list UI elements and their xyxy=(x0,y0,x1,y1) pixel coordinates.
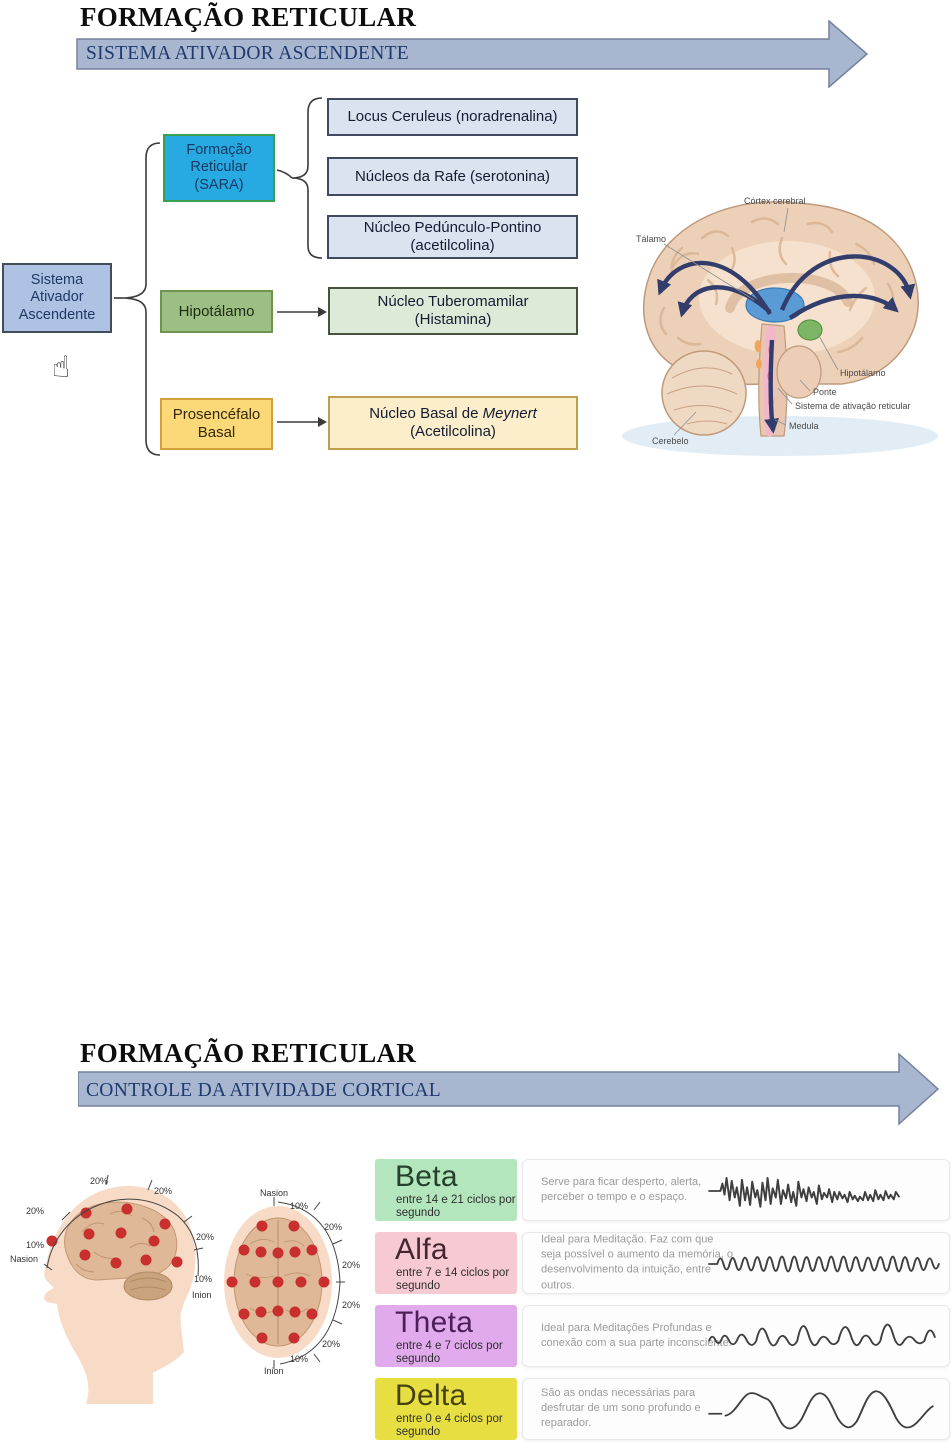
side-electrodes xyxy=(46,1203,183,1269)
section2-banner-label: CONTROLE DA ATIVIDADE CORTICAL xyxy=(86,1080,442,1101)
wave-panel: Serve para ficar desperto, alerta, perce… xyxy=(522,1159,950,1221)
wave-row-delta: Delta entre 0 e 4 ciclos por segundo São… xyxy=(375,1378,950,1440)
wave-row-beta: Beta entre 14 e 21 ciclos por segundo Se… xyxy=(375,1159,950,1221)
top-label-inion: Inion xyxy=(264,1366,284,1376)
section1-banner-arrow xyxy=(76,20,869,88)
wave-label: Beta entre 14 e 21 ciclos por segundo xyxy=(375,1159,517,1221)
wave-range: entre 0 e 4 ciclos por segundo xyxy=(396,1413,503,1438)
brace-sara xyxy=(291,97,323,259)
top-label-nasion: Nasion xyxy=(260,1188,288,1198)
side-measure-arc xyxy=(46,1198,199,1277)
wave-panel: São as ondas necessárias para desfrutar … xyxy=(522,1378,950,1440)
pons xyxy=(776,345,822,399)
box-formacao-reticular-sara: Formação Reticular (SARA) xyxy=(163,134,275,202)
brain-label-ponte: Ponte xyxy=(813,387,837,397)
brain-label-cortex: Córtex cerebral xyxy=(744,196,806,206)
box-sistema-ativador-label: Sistema Ativador Ascendente xyxy=(18,271,96,323)
wave-panel: Ideal para Meditação. Faz com que seja p… xyxy=(522,1232,950,1294)
side-label-inion: Inion xyxy=(192,1290,212,1300)
top-electrodes xyxy=(226,1220,330,1344)
box-sara-label: Formação Reticular (SARA) xyxy=(186,141,252,193)
wave-row-theta: Theta entre 4 e 7 ciclos por segundo Ide… xyxy=(375,1305,950,1367)
side-pct-back: 20% xyxy=(196,1232,214,1242)
box-hipotalamo: Hipotálamo xyxy=(160,290,273,333)
box-tuberomamilar-line2: (Histamina) xyxy=(414,311,492,328)
box-meynert-line1: Núcleo Basal de Meynert xyxy=(369,405,537,423)
brain-label-medula: Medula xyxy=(789,421,819,431)
brain-label-talamo: Tálamo xyxy=(636,234,666,244)
box-locus-ceruleus: Locus Ceruleus (noradrenalina) xyxy=(327,98,578,136)
side-cerebellum xyxy=(123,1271,173,1301)
cerebellum xyxy=(661,350,747,436)
wave-name: Alfa xyxy=(395,1233,448,1266)
wave-description: Ideal para Meditações Profundas e conexã… xyxy=(541,1321,732,1349)
section2-banner-arrow xyxy=(78,1052,940,1126)
top-arc-ticks xyxy=(273,1197,345,1369)
hypothalamus xyxy=(797,319,823,341)
delta-waveform xyxy=(708,1390,934,1430)
wave-name: Delta xyxy=(395,1379,467,1412)
brain-sagittal-illustration: Córtex cerebral Tálamo Hipotálamo Ponte … xyxy=(622,196,938,456)
gyri-texture xyxy=(659,217,895,354)
top-pct-2: 20% xyxy=(324,1222,342,1232)
side-pct-top-left: 20% xyxy=(90,1176,108,1186)
box-pedunculo-pontino: Núcleo Pedúnculo-Pontino (acetilcolina) xyxy=(327,215,578,259)
brain-label-sistema: Sistema de ativação reticular xyxy=(795,401,911,411)
wave-range: entre 14 e 21 ciclos por segundo xyxy=(396,1194,516,1219)
box-tuberomamilar: Núcleo Tuberomamilar (Histamina) xyxy=(328,287,578,335)
wave-name: Beta xyxy=(395,1160,458,1193)
box-meynert-line1-pre: Núcleo Basal de xyxy=(369,405,483,422)
box-locus-label: Locus Ceruleus (noradrenalina) xyxy=(347,108,558,125)
box-rafe-label: Núcleos da Rafe (serotonina) xyxy=(354,167,551,185)
section1-banner-label: SISTEMA ATIVADOR ASCENDENTE xyxy=(86,43,410,64)
brace-root xyxy=(121,142,161,456)
box-nucleos-rafe: Núcleos da Rafe (serotonina) xyxy=(327,157,578,196)
box-basal-meynert: Núcleo Basal de Meynert (Acetilcolina) xyxy=(328,396,578,450)
wave-description: São as ondas necessárias para desfrutar … xyxy=(541,1387,701,1430)
top-pct-6: 10% xyxy=(290,1354,308,1364)
box-pedunculo-line2: (acetilcolina) xyxy=(410,237,495,254)
box-meynert-line1-italic: Meynert xyxy=(482,405,537,422)
brain-label-hipotalamo: Hipotálamo xyxy=(840,368,886,378)
top-pct-5: 20% xyxy=(322,1339,340,1349)
flowchart-connectors xyxy=(114,97,327,456)
side-label-nasion: Nasion xyxy=(10,1254,38,1264)
top-pct-1: 10% xyxy=(290,1201,308,1211)
side-pct-front-low: 10% xyxy=(26,1240,44,1250)
side-pct-top-right: 20% xyxy=(154,1186,172,1196)
section1-title: FORMAÇÃO RETICULAR xyxy=(80,2,417,32)
box-pedunculo-line1: Núcleo Pedúnculo-Pontino xyxy=(363,219,542,236)
brain-label-cerebelo: Cerebelo xyxy=(652,436,689,446)
ascending-arrows xyxy=(657,254,916,434)
box-sistema-ativador: Sistema Ativador Ascendente xyxy=(2,263,112,333)
wave-name: Theta xyxy=(395,1306,474,1339)
wave-range: entre 7 e 14 ciclos por segundo xyxy=(396,1267,510,1292)
alfa-waveform xyxy=(708,1255,940,1273)
top-pct-3: 20% xyxy=(342,1260,360,1270)
side-pct-front: 20% xyxy=(26,1206,44,1216)
wave-panel: Ideal para Meditações Profundas e conexã… xyxy=(522,1305,950,1367)
box-meynert-line2: (Acetilcolina) xyxy=(410,423,496,440)
wave-description: Serve para ficar desperto, alerta, perce… xyxy=(541,1175,702,1203)
beta-waveform xyxy=(708,1177,900,1208)
box-hipotalamo-label: Hipotálamo xyxy=(178,302,255,320)
top-pct-4: 20% xyxy=(342,1300,360,1310)
wave-label: Delta entre 0 e 4 ciclos por segundo xyxy=(375,1378,517,1440)
wave-description: Ideal para Meditação. Faz com que seja p… xyxy=(541,1233,733,1292)
eeg-10-20-illustration: 20% 20% 20% 10% Nasion 20% 10% Inion Nas… xyxy=(10,1174,360,1404)
hand-pointer-icon: ☝ xyxy=(52,350,71,385)
side-arc-ticks xyxy=(43,1174,204,1271)
wave-row-alfa: Alfa entre 7 e 14 ciclos por segundo Ide… xyxy=(375,1232,950,1294)
wave-label: Alfa entre 7 e 14 ciclos por segundo xyxy=(375,1232,517,1294)
wave-range: entre 4 e 7 ciclos por segundo xyxy=(396,1340,503,1365)
wave-label: Theta entre 4 e 7 ciclos por segundo xyxy=(375,1305,517,1367)
box-tuberomamilar-line1: Núcleo Tuberomamilar xyxy=(377,293,529,310)
side-pct-back-low: 10% xyxy=(194,1274,212,1284)
box-prosencefalo-label: Prosencéfalo Basal xyxy=(172,406,261,441)
section2-title: FORMAÇÃO RETICULAR xyxy=(80,1038,417,1068)
box-prosencefalo-basal: Prosencéfalo Basal xyxy=(160,398,273,450)
theta-waveform xyxy=(708,1323,936,1347)
brain-label-lines xyxy=(663,207,839,436)
